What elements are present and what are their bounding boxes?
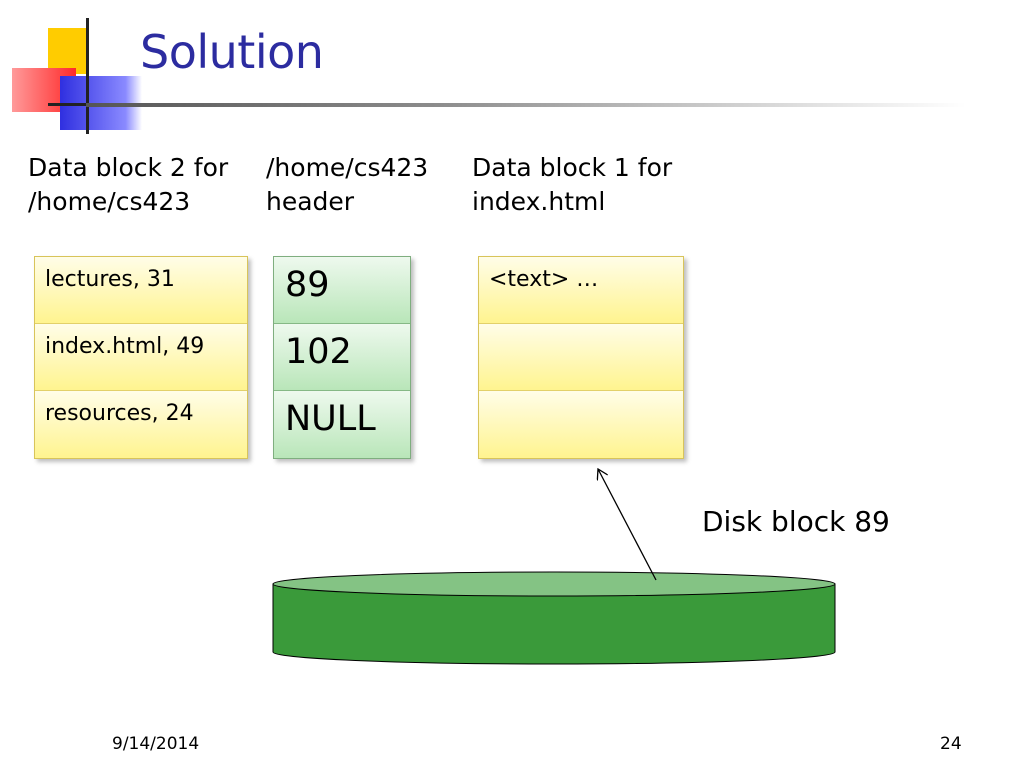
slide-date: 9/14/2014 bbox=[112, 734, 200, 754]
heading-data-block-1: Data block 1 for index.html bbox=[472, 153, 673, 216]
heading-header: /home/cs423 header bbox=[266, 153, 429, 216]
header-block: 89 102 NULL bbox=[273, 256, 411, 459]
header-entry: 102 bbox=[274, 324, 410, 391]
file-block-cell bbox=[479, 391, 683, 458]
title-underline bbox=[86, 103, 966, 107]
heading-data-block-2: Data block 2 for /home/cs423 bbox=[28, 153, 229, 216]
header-entry: NULL bbox=[274, 391, 410, 458]
disk-top bbox=[272, 571, 836, 597]
logo-vertical-line bbox=[86, 18, 89, 134]
slide-number: 24 bbox=[940, 734, 962, 754]
logo-yellow-square bbox=[48, 28, 86, 74]
file-block-cell: <text> … bbox=[479, 257, 683, 324]
disk-block-label: Disk block 89 bbox=[702, 505, 890, 538]
slide-title: Solution bbox=[140, 25, 324, 79]
directory-entry: index.html, 49 bbox=[35, 324, 247, 391]
directory-entry: resources, 24 bbox=[35, 391, 247, 458]
pointer-arrow bbox=[598, 469, 657, 581]
file-block-cell bbox=[479, 324, 683, 391]
file-data-block: <text> … bbox=[478, 256, 684, 459]
directory-entry: lectures, 31 bbox=[35, 257, 247, 324]
disk-body bbox=[272, 583, 836, 665]
directory-data-block: lectures, 31 index.html, 49 resources, 2… bbox=[34, 256, 248, 459]
header-entry: 89 bbox=[274, 257, 410, 324]
